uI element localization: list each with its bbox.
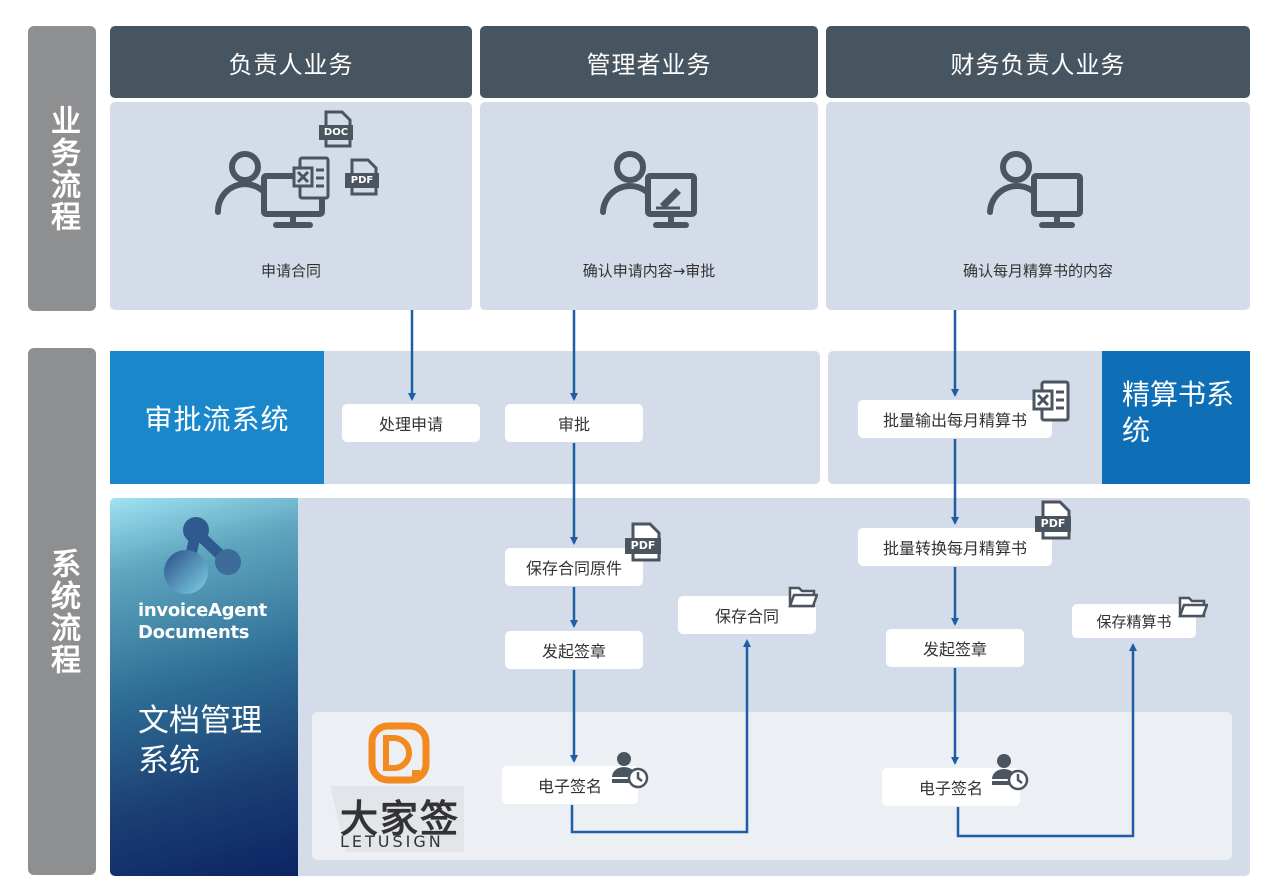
step-save-original: 保存合同原件 <box>505 548 643 586</box>
doc-brand-line1: invoiceAgent <box>138 600 267 621</box>
lane-header-finance: 财务负责人业务 <box>826 26 1250 98</box>
excel-file-icon-export <box>1032 380 1070 422</box>
step-save-contract-text: 保存合同 <box>714 607 779 626</box>
folder-icon-save-settlement <box>1178 596 1208 618</box>
lane-body-requester: 申请合同 <box>110 102 472 310</box>
pdf-file-icon-save-original: PDF <box>624 522 664 562</box>
step-start-seal-left: 发起签章 <box>505 631 643 669</box>
approval-system-block: 审批流系统 <box>110 351 324 484</box>
letusign-en: LETUSIGN <box>340 832 444 851</box>
step-start-seal-right: 发起签章 <box>886 629 1024 667</box>
step-start-seal-left-text: 发起签章 <box>541 642 606 661</box>
lane-caption-manager: 确认申请内容→审批 <box>582 262 716 280</box>
excel-file-icon <box>292 156 330 200</box>
doc-brand-line2: Documents <box>138 622 250 643</box>
folder-icon-save-contract <box>788 586 818 608</box>
step-handle-request: 处理申请 <box>342 404 480 442</box>
step-batch-export-text: 批量输出每月精算书 <box>882 411 1027 430</box>
letusign-cn: 大家签 <box>340 797 461 841</box>
person-stamp-icon-right <box>992 754 1029 791</box>
step-batch-convert-text: 批量转换每月精算书 <box>882 539 1027 558</box>
doc-file-icon: DOC <box>318 110 356 148</box>
step-esign-left-text: 电子签名 <box>537 777 602 796</box>
pdf-file-label-save-original: PDF <box>630 539 656 552</box>
person-stamp-icon-left <box>612 752 649 789</box>
settlement-system-title: 精算书系统 <box>1122 378 1235 447</box>
lane-header-finance-text: 财务负责人业务 <box>950 50 1126 79</box>
pdf-file-label-convert: PDF <box>1040 517 1066 530</box>
step-save-settlement: 保存精算书 <box>1072 604 1196 638</box>
step-save-settlement-text: 保存精算书 <box>1096 612 1172 631</box>
lane-caption-requester: 申请合同 <box>260 262 321 280</box>
doc-file-label: DOC <box>323 127 349 138</box>
system-process-label: 系统流程 <box>28 348 96 875</box>
step-handle-request-text: 处理申请 <box>378 415 443 434</box>
step-start-seal-right-text: 发起签章 <box>922 640 987 659</box>
system-process-text: 系统流程 <box>45 547 80 676</box>
pdf-file-icon: PDF <box>344 158 382 196</box>
pdf-file-icon-convert: PDF <box>1034 500 1074 540</box>
lane-body-finance: 确认每月精算书的内容 <box>826 102 1250 310</box>
step-approve-text: 审批 <box>557 415 590 434</box>
step-batch-convert: 批量转换每月精算书 <box>858 528 1052 566</box>
person-computer-icon-finance <box>987 151 1083 228</box>
step-approve: 审批 <box>505 404 643 442</box>
lane-header-requester-text: 负责人业务 <box>228 50 354 79</box>
invoiceagent-logo-icon <box>164 517 241 594</box>
lane-header-manager: 管理者业务 <box>480 26 818 98</box>
person-sign-screen-icon <box>600 151 697 228</box>
lane-header-requester: 负责人业务 <box>110 26 472 98</box>
document-system-title: 文档管理系统 <box>138 703 262 779</box>
settlement-system-block: 精算书系统 <box>1102 351 1250 484</box>
step-batch-export: 批量输出每月精算书 <box>858 400 1052 438</box>
approval-system-title: 审批流系统 <box>144 402 290 436</box>
step-save-original-text: 保存合同原件 <box>525 559 622 578</box>
business-process-label: 业务流程 <box>28 26 96 311</box>
letusign-mark-icon <box>368 722 430 784</box>
business-process-text: 业务流程 <box>45 104 80 233</box>
lane-caption-finance: 确认每月精算书的内容 <box>962 262 1113 280</box>
step-esign-right-text: 电子签名 <box>918 779 983 798</box>
lane-header-manager-text: 管理者业务 <box>586 50 712 79</box>
document-system-block: invoiceAgent Documents 文档管理系统 <box>110 498 298 876</box>
pdf-file-label: PDF <box>350 175 374 186</box>
letusign-logo: 大家签 LETUSIGN <box>330 718 464 852</box>
